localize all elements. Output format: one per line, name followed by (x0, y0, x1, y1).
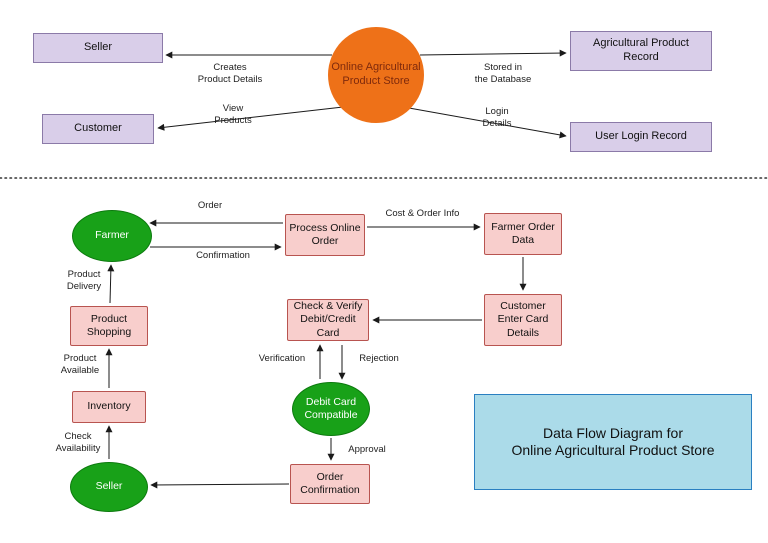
store-user-login-record: User Login Record (570, 122, 712, 152)
process-online-agricultural-product-store: Online Agricultural Product Store (328, 27, 424, 123)
entity-debit-card-compatible: Debit Card Compatible (292, 382, 370, 436)
flow-label-creates-product-details: Creates Product Details (197, 62, 263, 86)
flow-label-confirmation: Confirmation (196, 250, 250, 261)
flow-label-check-availability: Check Availability (55, 431, 101, 455)
entity-customer: Customer (42, 114, 154, 144)
flow-label-rejection: Rejection (359, 353, 399, 364)
flow-label-stored-in-database: Stored in the Database (474, 62, 532, 86)
process-customer-enter-card-details: Customer Enter Card Details (484, 294, 562, 346)
flow-label-order: Order (197, 200, 223, 211)
store-agricultural-product-record: Agricultural Product Record (570, 31, 712, 71)
process-online-order: Process Online Order (285, 214, 365, 256)
flow-label-approval: Approval (348, 444, 386, 455)
process-order-confirmation: Order Confirmation (290, 464, 370, 504)
arrow-orderconf-to-seller (150, 481, 290, 489)
entity-seller: Seller (70, 462, 148, 512)
process-inventory: Inventory (72, 391, 146, 423)
store-farmer-order-data: Farmer Order Data (484, 213, 562, 255)
flow-label-product-available: Product Available (60, 353, 100, 377)
entity-farmer: Farmer (72, 210, 152, 262)
flow-label-product-delivery: Product Delivery (66, 269, 102, 293)
flow-label-login-details: Login Details (482, 106, 512, 130)
entity-seller-context: Seller (33, 33, 163, 63)
flow-label-cost-order-info: Cost & Order Info (385, 208, 460, 219)
flow-label-verification: Verification (258, 353, 306, 364)
flow-label-view-products: View Products (214, 103, 252, 127)
arrow-stored-in-database (419, 49, 567, 57)
process-check-verify-card: Check & Verify Debit/Credit Card (287, 299, 369, 341)
process-product-shopping: Product Shopping (70, 306, 148, 346)
diagram-caption: Data Flow Diagram for Online Agricultura… (474, 394, 752, 490)
